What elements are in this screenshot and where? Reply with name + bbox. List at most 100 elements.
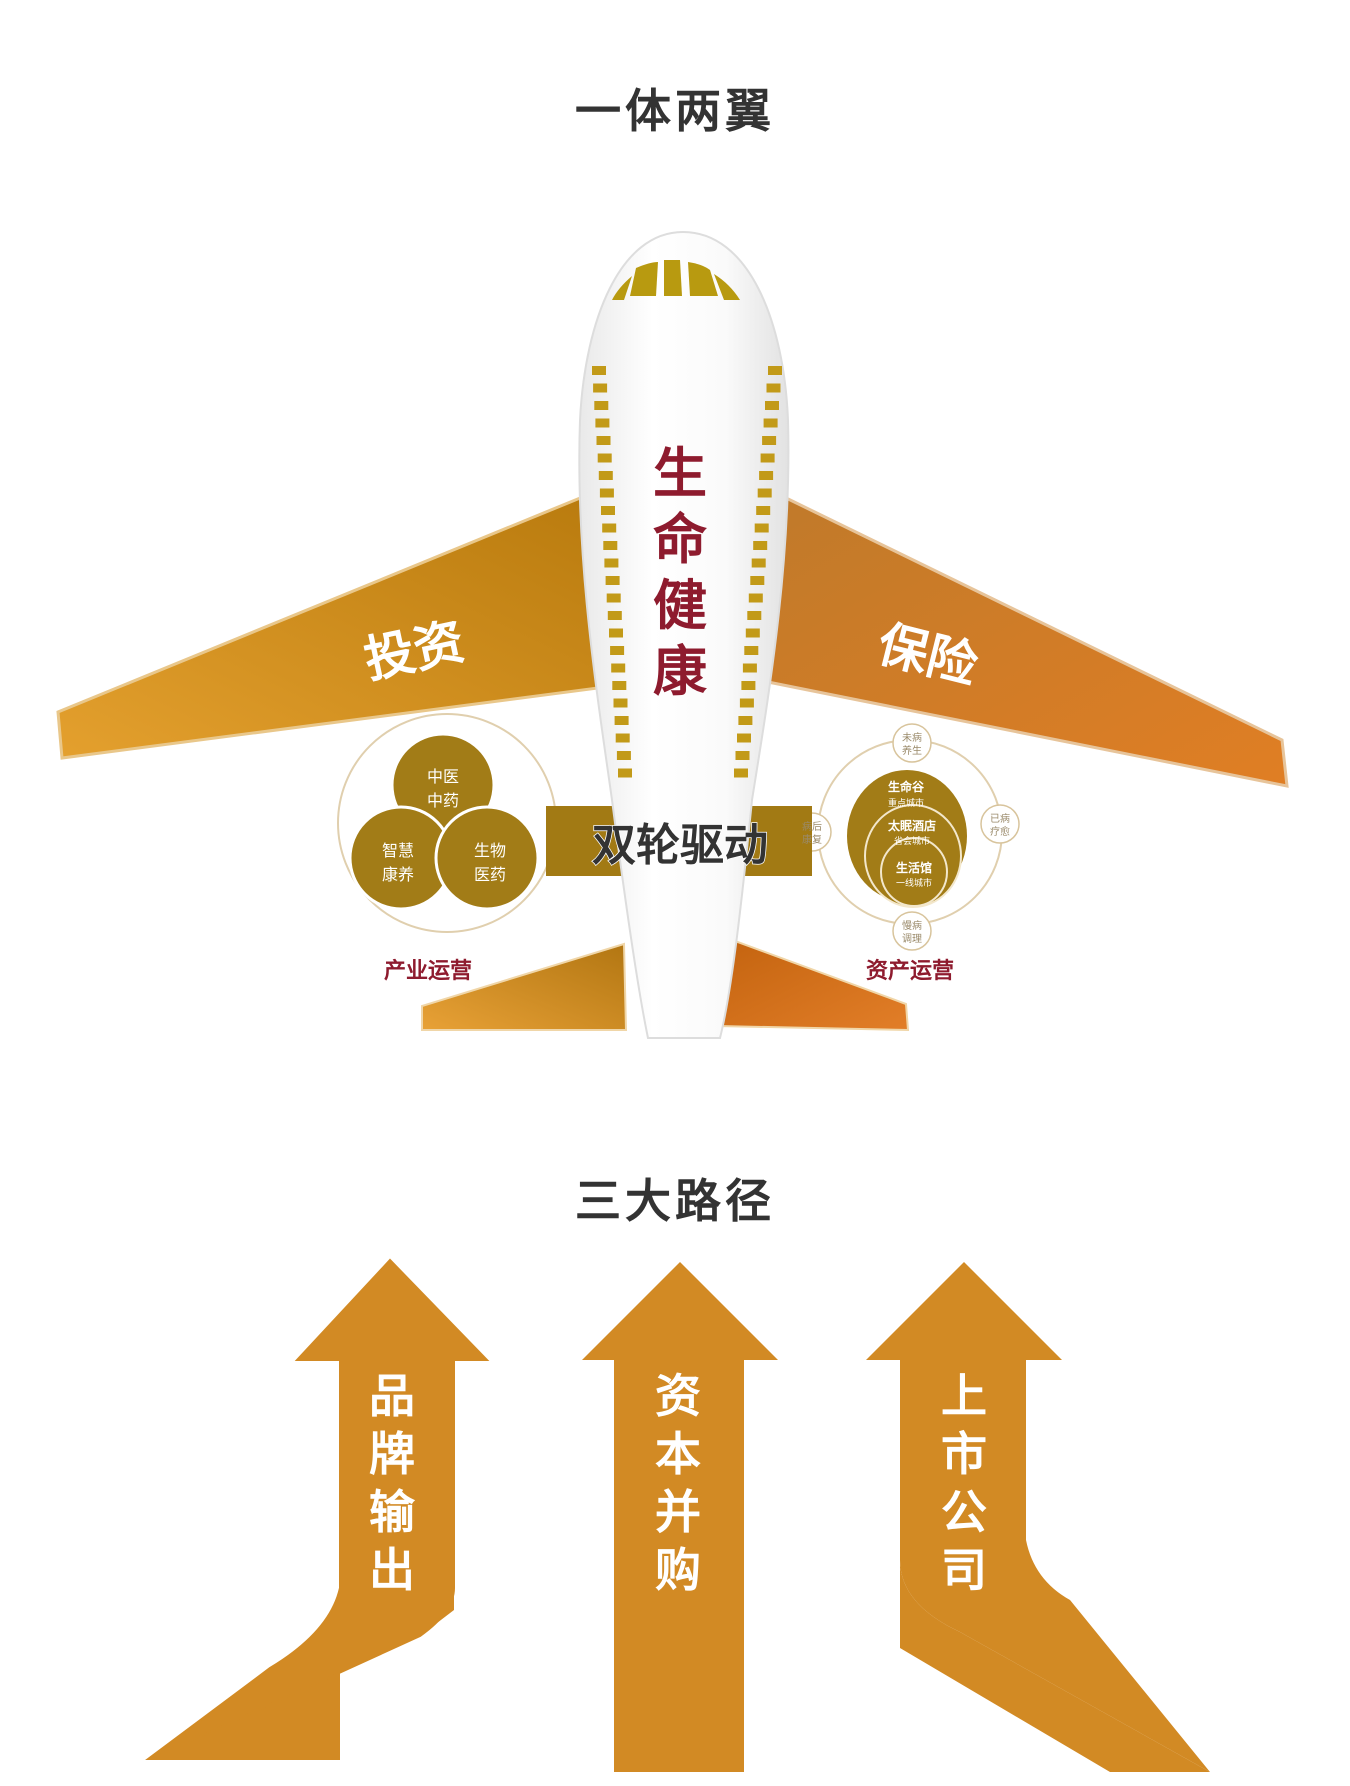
cabin-window (604, 558, 619, 568)
arrow3-char-2: 市 (941, 1427, 987, 1481)
fuselage-char-3: 健 (653, 574, 707, 637)
asset-outer-4-l2: 康复 (802, 833, 822, 846)
asset-outer-2-l1: 已病 (990, 812, 1010, 825)
cabin-window (765, 401, 779, 410)
cabin-window (742, 663, 757, 673)
cockpit-window-4 (714, 274, 740, 300)
asset-outer-3-l1: 慢病 (902, 919, 922, 932)
arrow2-char-1: 资 (655, 1369, 701, 1423)
right-wing (766, 493, 1289, 788)
cabin-window (607, 611, 622, 620)
industry-care-line1: 智慧 (382, 841, 414, 860)
cabin-window (768, 366, 782, 375)
cabin-window (756, 506, 771, 515)
fuselage (578, 230, 790, 1039)
cabin-window (596, 436, 611, 445)
asset-outer-node-3 (892, 911, 932, 951)
fuselage-char-2: 命 (653, 508, 707, 571)
arrow3-char-3: 公 (941, 1485, 987, 1539)
cabin-window (745, 628, 760, 638)
cabin-window (601, 506, 615, 515)
cabin-window (762, 436, 777, 445)
cabin-window (747, 611, 762, 620)
industry-care-line2: 康养 (382, 865, 414, 884)
asset-outer-1-l2: 养生 (902, 744, 922, 757)
cockpit-window-5 (612, 276, 632, 300)
asset-ring-3-sub: 一线城市 (896, 877, 932, 889)
cabin-window (763, 418, 778, 428)
cabin-window (605, 576, 620, 585)
asset-outer-4-l1: 病后 (802, 820, 822, 833)
asset-outer-node-2 (980, 804, 1020, 844)
cabin-window (615, 733, 630, 743)
left-window-column (592, 366, 632, 778)
airplane-diagram: 生 命 健 康 投资 保险 双轮驱动 中医 中药 智慧 康养 生物 医药 生命谷… (56, 230, 1289, 1039)
asset-ring-3 (880, 837, 948, 907)
cabin-window (616, 751, 631, 760)
fuselage-char-1: 生 (653, 442, 707, 505)
cabin-window (610, 646, 625, 655)
cabin-window (757, 488, 772, 498)
asset-ring-2-name: 太眠酒店 (888, 818, 936, 833)
cabin-window (599, 488, 614, 498)
cabin-window (593, 383, 608, 393)
right-window-column (734, 366, 782, 778)
industry-tcm-line2: 中药 (427, 791, 459, 810)
arrow-brand-output (130, 1258, 490, 1774)
cabin-window (603, 541, 618, 550)
cabin-window (602, 523, 617, 533)
cabin-window (748, 593, 763, 603)
asset-ring-3-name: 生活馆 (896, 860, 932, 875)
cabin-window (737, 733, 751, 743)
cabin-window (595, 418, 610, 428)
asset-caption: 资产运营 (866, 959, 954, 984)
cabin-window (741, 681, 756, 690)
industry-caption: 产业运营 (384, 959, 472, 984)
cabin-window (606, 593, 621, 603)
arrow2-char-3: 并 (655, 1485, 701, 1539)
path-arrows: 品 牌 输 出 资 本 并 购 上 市 公 司 (130, 1258, 1210, 1774)
arrow2-char-2: 本 (655, 1427, 701, 1481)
cabin-window (594, 401, 609, 410)
cockpit-window-2 (664, 260, 682, 296)
cabin-window (597, 453, 612, 463)
cockpit-window-3 (688, 262, 718, 296)
cabin-window (738, 716, 753, 725)
cabin-window (612, 681, 627, 690)
cockpit-window-1 (630, 262, 658, 296)
asset-outer-node-1 (892, 723, 932, 763)
section-title-wings: 一体两翼 (575, 84, 775, 138)
cabin-window (734, 768, 748, 778)
arrow1-char-1: 品 (369, 1369, 415, 1423)
arrow2-char-4: 购 (655, 1543, 701, 1597)
cabin-window (739, 698, 754, 708)
arrow-listed-company (866, 1262, 1210, 1772)
cabin-window (609, 628, 623, 638)
cabin-window (592, 366, 606, 375)
cabin-window (750, 576, 765, 585)
asset-outer-3-l2: 调理 (902, 933, 922, 945)
industry-bio-line2: 医药 (474, 865, 506, 884)
arrow3-char-4: 司 (941, 1543, 987, 1597)
left-wing (56, 493, 600, 760)
fuselage-char-4: 康 (653, 640, 707, 703)
cabin-window (754, 523, 769, 533)
cabin-window (744, 646, 759, 655)
asset-outer-2-l2: 疗愈 (990, 825, 1010, 838)
left-tail (421, 942, 628, 1031)
industry-tcm-line1: 中医 (427, 767, 459, 786)
section-title-paths: 三大路径 (575, 1174, 775, 1228)
cabin-window (614, 716, 629, 725)
arrow1-char-4: 出 (369, 1543, 415, 1597)
cabin-window (735, 751, 750, 760)
arrow1-char-2: 牌 (369, 1427, 415, 1481)
arrow1-char-3: 输 (369, 1485, 416, 1539)
cabin-window (611, 663, 626, 673)
cabin-window (598, 471, 613, 480)
cabin-window (760, 453, 775, 463)
cabin-window (618, 768, 632, 778)
asset-ring-1-sub: 重点城市 (888, 797, 924, 809)
asset-outer-1-l1: 未病 (902, 731, 922, 744)
cabin-window (759, 471, 774, 480)
industry-circle-biomed (434, 805, 540, 911)
